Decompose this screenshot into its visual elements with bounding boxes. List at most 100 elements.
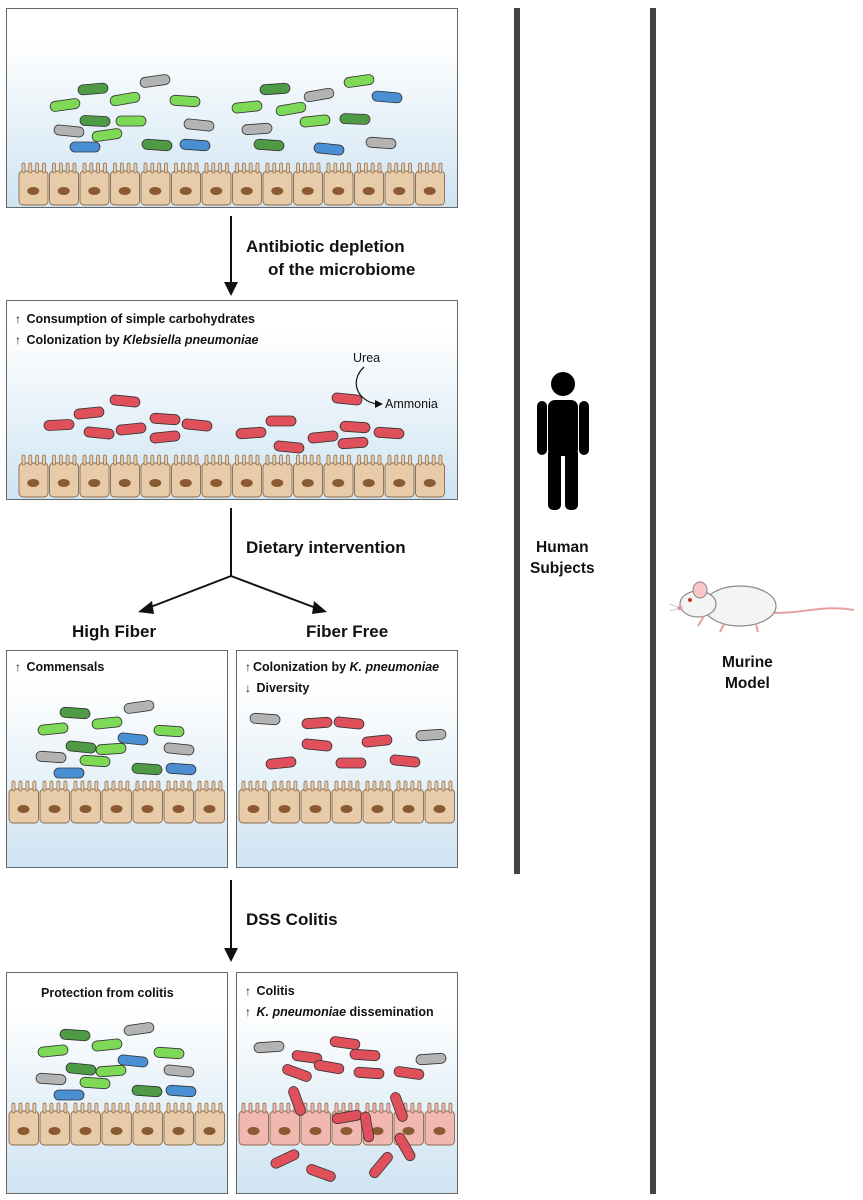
commensal-bacterium: [141, 138, 173, 152]
commensal-bacterium: [163, 1064, 195, 1078]
epithelial-cell: [393, 780, 424, 824]
klebsiella-bacterium: [313, 1059, 345, 1075]
label-murine-line2: Model: [725, 675, 770, 692]
commensal-bacterium: [59, 1028, 91, 1042]
up-arrow-icon: ↑: [15, 660, 21, 674]
step-dss-colitis: DSS Colitis: [246, 910, 338, 929]
klebsiella-bacterium: [307, 430, 339, 444]
panel2-notes: ↑ Consumption of simple carbohydrates ↑ …: [15, 311, 258, 349]
epithelial-cell: [331, 780, 362, 824]
commensal-bacterium: [65, 740, 97, 754]
klebsiella-bacterium: [83, 426, 115, 440]
bacteria-group-high-fiber: [35, 700, 197, 779]
bacteria-group-fiber-free: [249, 712, 447, 770]
epithelial-cell: [293, 162, 323, 206]
commensal-bacterium: [169, 94, 201, 108]
panel-colitis: ↑ Colitis ↑ K. pneumoniae dissemination: [236, 972, 458, 1194]
commensal-bacterium: [299, 114, 331, 128]
epithelial-cell: [323, 162, 354, 206]
epithelial-cell: [238, 1102, 269, 1146]
note-dissemination: ↑ K. pneumoniae dissemination: [245, 1004, 434, 1021]
klebsiella-bacterium: [115, 422, 147, 436]
note-colonization-kp-species: K. pneumoniae: [349, 660, 440, 674]
commensal-bacterium: [117, 1054, 149, 1068]
panel-depleted-microbiome: ↑ Consumption of simple carbohydrates ↑ …: [6, 300, 458, 500]
epithelial-cell: [262, 454, 293, 498]
commensal-bacterium: [69, 141, 101, 153]
klebsiella-bacterium: [373, 426, 405, 440]
klebsiella-bacterium: [149, 412, 181, 426]
epithelial-cell: [300, 1102, 331, 1146]
commensal-bacterium: [123, 1022, 155, 1036]
epithelial-cell: [110, 162, 140, 206]
label-human-subjects: Human Subjects: [530, 537, 595, 579]
note-colonization-species: Klebsiella pneumoniae: [123, 333, 259, 347]
panel5-title: Protection from colitis: [41, 986, 174, 1000]
commensal-bacterium: [35, 1072, 67, 1086]
commensal-bacterium: [415, 1052, 447, 1066]
note-diversity-text: Diversity: [256, 681, 310, 695]
commensal-bacterium: [179, 138, 211, 152]
note-colitis: ↑ Colitis: [245, 983, 434, 1000]
epithelial-cell: [39, 780, 70, 824]
up-arrow-icon: ↑: [245, 660, 251, 674]
step-antibiotic-depletion: Antibiotic depletion of the microbiome: [246, 235, 415, 281]
note-commensals-text: Commensals: [26, 660, 105, 674]
panel-high-fiber: ↑ Commensals: [6, 650, 228, 868]
commensal-bacterium: [109, 91, 141, 107]
panel-healthy-microbiome: [6, 8, 458, 208]
commensal-bacterium: [53, 767, 85, 779]
commensal-bacterium: [153, 724, 185, 738]
down-arrow-icon: ↓: [245, 681, 251, 695]
klebsiella-bacterium: [43, 419, 75, 431]
commensal-bacterium: [153, 1046, 185, 1060]
epithelial-cell: [354, 454, 384, 498]
note-commensals: ↑ Commensals: [15, 659, 104, 676]
epithelial-cell: [70, 780, 101, 824]
epithelial-cell: [171, 454, 201, 498]
commensal-bacterium: [95, 742, 127, 756]
klebsiella-bacterium: [301, 738, 333, 752]
epithelial-cells-layer: [238, 780, 455, 824]
epithelial-cell: [238, 780, 269, 824]
commensal-bacterium: [79, 115, 111, 127]
epithelial-cell: [110, 454, 140, 498]
epithelial-cell: [140, 162, 171, 206]
klebsiella-bacterium: [331, 1109, 363, 1125]
panel6-notes: ↑ Colitis ↑ K. pneumoniae dissemination: [245, 983, 434, 1021]
commensal-bacterium: [91, 716, 123, 730]
panel-fiber-free: ↑Colonization by K. pneumoniae ↓ Diversi…: [236, 650, 458, 868]
epithelial-cell: [362, 780, 393, 824]
commensal-bacterium: [37, 1044, 69, 1058]
epithelial-cells-layer: [8, 1102, 225, 1146]
commensal-bacterium: [79, 1076, 111, 1090]
klebsiella-bacterium: [359, 1111, 375, 1143]
note-colonization-kp-prefix: Colonization by: [253, 660, 350, 674]
commensal-bacterium: [79, 754, 111, 768]
commensal-bacterium: [37, 722, 69, 736]
murine-divider-bar: [650, 8, 656, 1194]
panel3-notes: ↑ Commensals: [15, 659, 104, 676]
commensal-bacterium: [163, 742, 195, 756]
epithelial-cell: [384, 162, 415, 206]
epithelial-cell: [132, 780, 163, 824]
klebsiella-bacterium: [288, 1086, 306, 1116]
step-antibiotic-line2: of the microbiome: [268, 260, 416, 279]
klebsiella-bacterium: [265, 756, 297, 770]
klebsiella-bacterium: [282, 1064, 312, 1082]
branch-high-fiber: High Fiber: [72, 622, 157, 641]
commensal-bacterium: [35, 750, 67, 764]
commensal-bacterium: [249, 712, 281, 726]
klebsiella-bacterium: [73, 406, 105, 420]
note-dissemination-species: K. pneumoniae: [256, 1005, 347, 1019]
klebsiella-bacterium: [390, 1092, 408, 1122]
commensal-bacterium: [115, 115, 147, 127]
commensal-bacterium: [91, 128, 123, 142]
epithelial-cell: [140, 454, 171, 498]
label-murine-line1: Murine: [722, 654, 773, 671]
klebsiella-bacterium: [349, 1048, 381, 1062]
up-arrow-icon: ↑: [15, 312, 21, 326]
klebsiella-bacterium: [337, 436, 369, 450]
epithelial-cell: [415, 162, 445, 206]
step-dietary-intervention: Dietary intervention: [246, 538, 406, 557]
